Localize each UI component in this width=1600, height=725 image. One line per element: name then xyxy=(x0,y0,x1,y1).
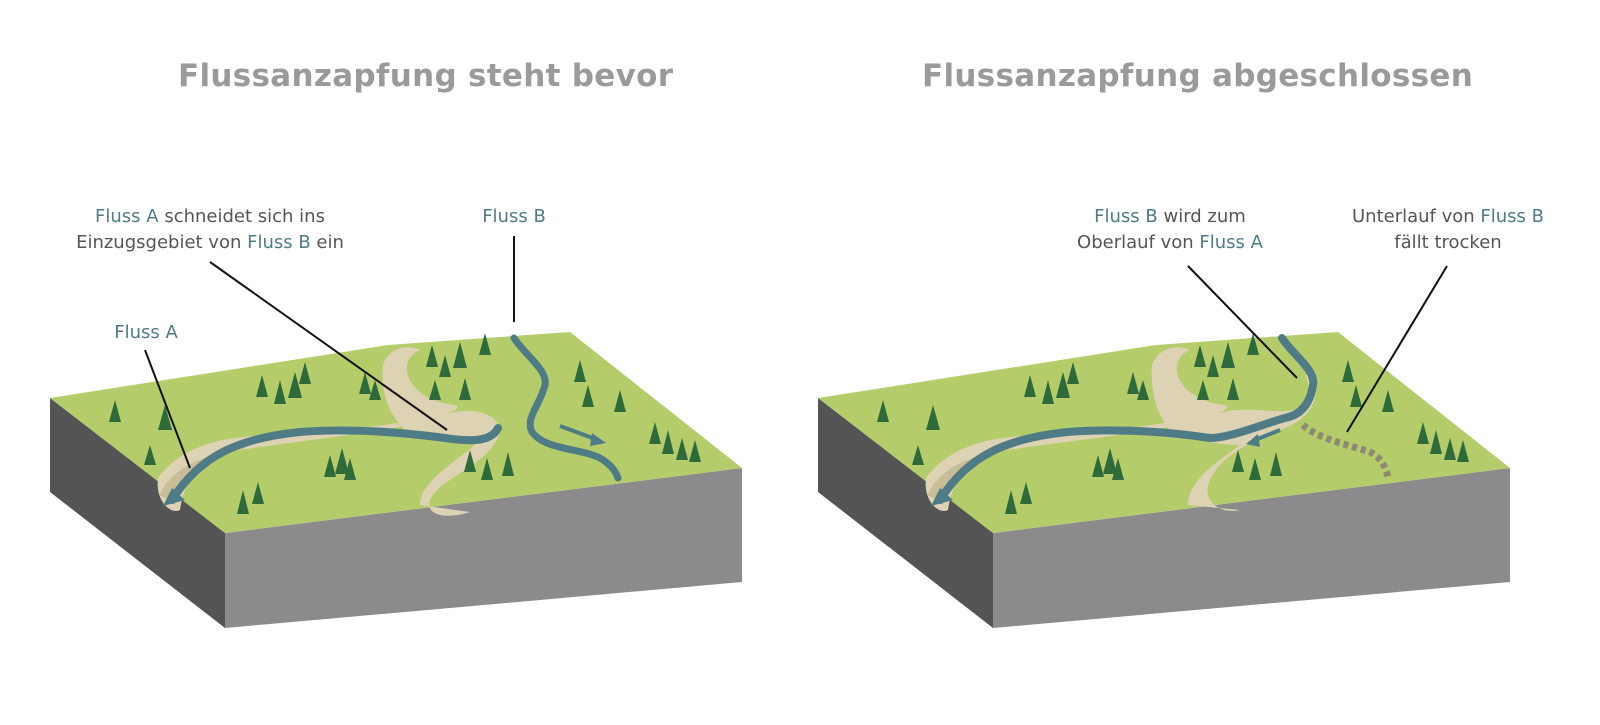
trees xyxy=(109,333,701,514)
river-a-arrowhead xyxy=(931,488,953,506)
flow-arrow-diverted xyxy=(1254,428,1281,442)
label-dry-lower-course: Unterlauf von Fluss B fällt trocken xyxy=(1351,206,1544,253)
label-river-a: Fluss A xyxy=(114,322,178,343)
label-capture-cut: Fluss A schneidet sich ins Einzugsgebiet… xyxy=(76,206,344,253)
panel-title: Flussanzapfung steht bevor xyxy=(178,58,674,94)
river-b xyxy=(510,334,622,482)
river-a-arrowhead xyxy=(163,488,185,506)
label-river-b: Fluss B xyxy=(482,206,546,227)
landscape-block-before xyxy=(50,236,742,628)
leader-line-becomes xyxy=(1187,265,1298,379)
flow-arrow-b-head xyxy=(590,433,606,446)
flow-arrow-diverted-head xyxy=(1246,434,1260,447)
panel-capture-imminent: Flussanzapfung steht bevor xyxy=(50,58,742,628)
trees xyxy=(877,333,1469,514)
leader-line-cut xyxy=(209,261,448,431)
river-a xyxy=(936,334,1318,504)
river-a xyxy=(168,424,502,504)
block-front-face xyxy=(225,468,742,628)
leader-line-a xyxy=(144,349,191,469)
block-front-face xyxy=(993,468,1510,628)
landscape-block-after xyxy=(818,265,1510,628)
leader-line-dry xyxy=(1346,265,1448,433)
block-side-face xyxy=(818,398,993,628)
dry-riverbed xyxy=(1300,422,1392,479)
label-becomes-headwater: Fluss B wird zum Oberlauf von Fluss A xyxy=(1077,206,1263,253)
block-side-face xyxy=(50,398,225,628)
panel-capture-complete: Flussanzapfung abgeschlossen F xyxy=(800,0,1600,725)
panel-title: Flussanzapfung abgeschlossen xyxy=(922,58,1474,94)
